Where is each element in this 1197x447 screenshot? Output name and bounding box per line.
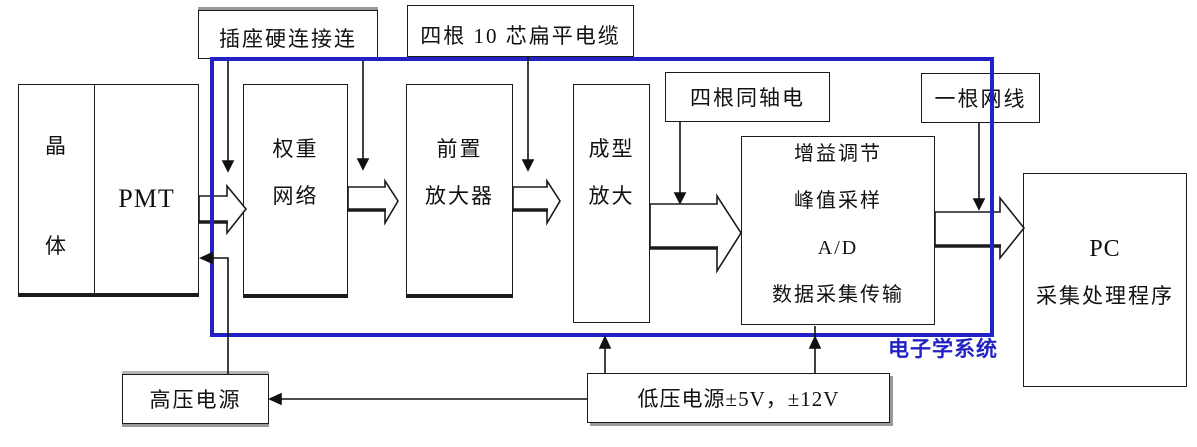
system-label: 电子学系统 (888, 338, 998, 361)
box-weight-network: 权重 网络 (243, 84, 348, 298)
arrow-main-to-pc (934, 195, 1026, 261)
arrow-socket-to-pmt-junction (221, 61, 235, 173)
pc-line-1: PC (1089, 236, 1121, 262)
lv-label: 低压电源±5V，±12V (637, 387, 840, 411)
main-line-gain: 增益调节 (794, 143, 882, 165)
label-flat-text: 四根 10 芯扁平电缆 (420, 24, 621, 48)
preamp-line-2: 放大器 (425, 184, 494, 208)
pmt-label: PMT (118, 184, 175, 213)
box-crystal-pmt: 晶 体 PMT (18, 84, 199, 297)
box-lv-power-supply: 低压电源±5V，±12V (587, 373, 890, 423)
label-coax-cable: 四根同轴电 (665, 72, 830, 122)
arrow-socket-to-weight-output (356, 61, 370, 171)
main-line-peak: 峰值采样 (794, 190, 882, 212)
label-net-text: 一根网线 (934, 87, 1027, 111)
label-network-cable: 一根网线 (921, 73, 1040, 123)
arrow-flat-cable-down (521, 57, 535, 172)
weight-line-1: 权重 (272, 137, 319, 161)
arrow-lv-to-hv (268, 392, 587, 406)
pmt-section: PMT (95, 85, 198, 293)
label-coax-text: 四根同轴电 (690, 86, 805, 110)
main-line-daq: 数据采集传输 (772, 284, 904, 306)
arrow-weight-to-preamp (347, 178, 399, 226)
shaping-line-1: 成型 (588, 137, 635, 161)
hv-label: 高压电源 (149, 388, 242, 412)
box-shaping-amplifier: 成型 放大 (573, 84, 650, 323)
box-preamplifier: 前置 放大器 (406, 84, 513, 298)
label-socket-connection: 插座硬连接连 (198, 10, 378, 59)
arrow-lv-up-to-system (598, 335, 612, 373)
arrow-shaping-to-main (649, 193, 742, 274)
box-pc: PC 采集处理程序 (1023, 173, 1187, 387)
box-hv-power-supply: 高压电源 (122, 374, 269, 424)
arrow-lv-to-main-box (808, 326, 822, 373)
arrow-coax-cable-down (673, 122, 687, 205)
weight-line-2: 网络 (272, 184, 319, 208)
crystal-char-2: 体 (45, 234, 68, 258)
pc-line-2: 采集处理程序 (1036, 284, 1174, 308)
main-line-ad: A/D (817, 237, 859, 259)
label-socket-text: 插座硬连接连 (219, 26, 357, 51)
crystal-char-1: 晶 (45, 134, 68, 158)
crystal-section: 晶 体 (19, 85, 95, 293)
arrow-preamp-to-shaping (512, 178, 561, 226)
arrow-network-cable-down (972, 123, 986, 211)
preamp-line-1: 前置 (436, 137, 483, 161)
arrow-hv-to-pmt (199, 251, 229, 374)
shaping-line-2: 放大 (588, 184, 635, 208)
label-flat-cable: 四根 10 芯扁平电缆 (407, 5, 634, 57)
box-main-electronics: 增益调节 峰值采样 A/D 数据采集传输 (741, 136, 935, 325)
arrow-pmt-to-weight (198, 183, 248, 236)
